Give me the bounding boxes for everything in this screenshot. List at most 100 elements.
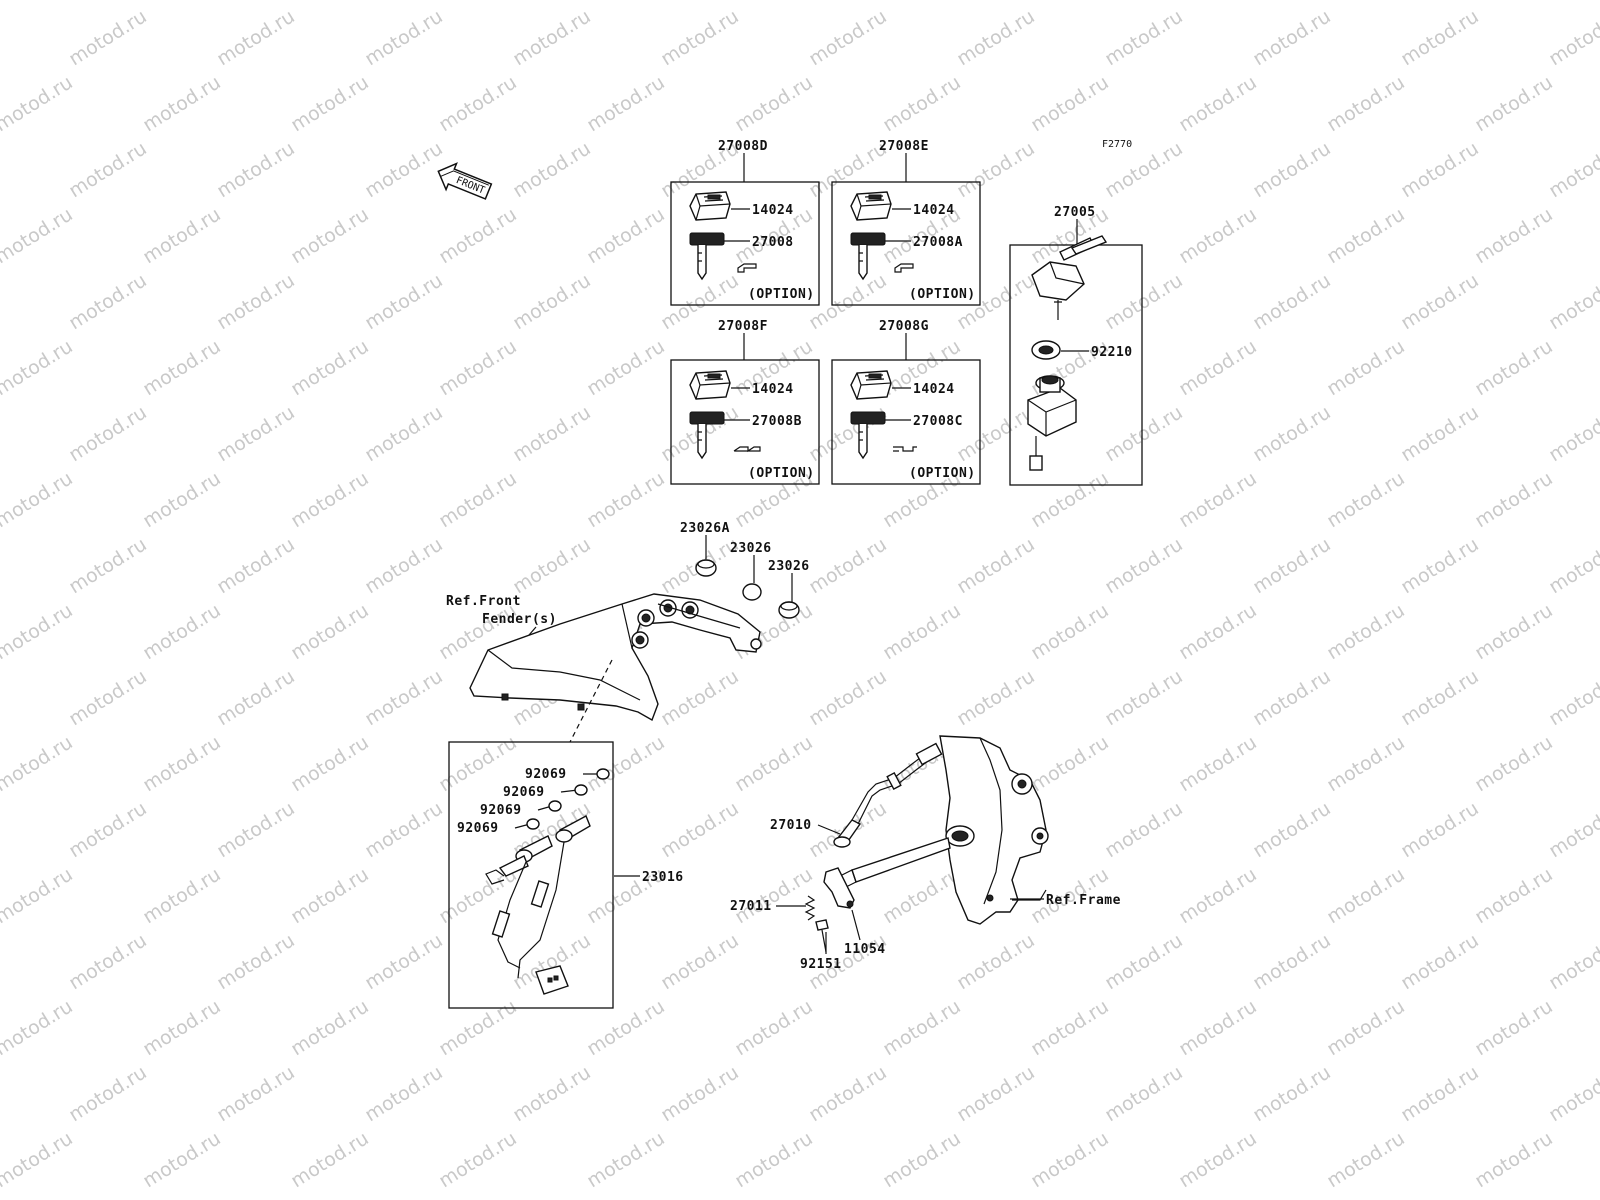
watermark-text: motod.ru [1027, 0, 1113, 4]
key-blade-label: 27008B [752, 414, 802, 429]
watermark-text: motod.ru [1545, 269, 1600, 334]
nut-label: 92210 [1091, 345, 1133, 360]
front-arrow-icon: FRONT [437, 162, 493, 200]
watermark-text: motod.ru [509, 1193, 595, 1200]
watermark-text: motod.ru [213, 665, 299, 730]
watermark-text: motod.ru [953, 5, 1039, 70]
watermark-text: motod.ru [1175, 1127, 1261, 1192]
watermark-text: motod.ru [0, 5, 3, 70]
lead-label: 23016 [642, 870, 684, 885]
watermark-text: motod.ru [287, 731, 373, 796]
watermark-text: motod.ru [361, 533, 447, 598]
watermark-text: motod.ru [1249, 1061, 1335, 1126]
watermark-text: motod.ru [1175, 203, 1261, 268]
watermark-text: motod.ru [65, 929, 151, 994]
watermark-text: motod.ru [435, 467, 521, 532]
watermark-text: motod.ru [1471, 467, 1557, 532]
watermark-text: motod.ru [213, 533, 299, 598]
bracket-label: 11054 [844, 942, 886, 957]
watermark-text: motod.ru [1397, 1193, 1483, 1200]
watermark-text: motod.ru [361, 797, 447, 862]
watermark-text: motod.ru [0, 401, 3, 466]
harness-set: 92069 92069 92069 92069 23016 [448, 741, 684, 1009]
watermark-text: motod.ru [1471, 203, 1557, 268]
key-top-label: 14024 [913, 382, 955, 397]
watermark-text: motod.ru [509, 401, 595, 466]
fender-cover-icon [469, 593, 761, 722]
watermark-text: motod.ru [657, 5, 743, 70]
watermark-text: motod.ru [1249, 533, 1335, 598]
watermark-text: motod.ru [1323, 731, 1409, 796]
watermark-text: motod.ru [1545, 1193, 1600, 1200]
watermark-text: motod.ru [435, 335, 521, 400]
watermark-text: motod.ru [1323, 599, 1409, 664]
watermark-text: motod.ru [139, 995, 225, 1060]
watermark-text: motod.ru [1471, 71, 1557, 136]
watermark-text: motod.ru [1101, 533, 1187, 598]
ignition-switch-set: 27005 92210 [1009, 205, 1143, 486]
watermark-text: motod.ru [879, 995, 965, 1060]
watermark-text: motod.ru [509, 269, 595, 334]
watermark-text: motod.ru [1027, 71, 1113, 136]
watermark-text: motod.ru [435, 203, 521, 268]
option-note: (OPTION) [909, 466, 976, 481]
watermark-text: motod.ru [0, 137, 3, 202]
watermark-text: motod.ru [0, 71, 77, 136]
watermark-text: motod.ru [1545, 665, 1600, 730]
watermark-text: motod.ru [1101, 1061, 1187, 1126]
watermark-text: motod.ru [1101, 797, 1187, 862]
watermark-text: motod.ru [1397, 533, 1483, 598]
watermark-text: motod.ru [287, 335, 373, 400]
watermark-text: motod.ru [1323, 71, 1409, 136]
watermark-text: motod.ru [1101, 401, 1187, 466]
switch-cap-icon [1031, 261, 1085, 301]
watermark-text: motod.ru [1471, 731, 1557, 796]
watermark-text: motod.ru [213, 797, 299, 862]
watermark-text: motod.ru [953, 665, 1039, 730]
watermark-text: motod.ru [1249, 269, 1335, 334]
watermark-text: motod.ru [65, 1193, 151, 1200]
key-top-label: 14024 [752, 203, 794, 218]
watermark-text: motod.ru [1249, 5, 1335, 70]
watermark-text: motod.ru [879, 0, 965, 4]
watermark-text: motod.ru [805, 665, 891, 730]
watermark-text: motod.ru [0, 1193, 3, 1200]
key-set-27008e: 27008E 14024 27008A (OPTION) [831, 139, 981, 306]
watermark-text: motod.ru [583, 203, 669, 268]
watermark-text: motod.ru [1545, 797, 1600, 862]
watermark-text: motod.ru [953, 137, 1039, 202]
watermark-text: motod.ru [1101, 1193, 1187, 1200]
watermark-text: motod.ru [361, 1061, 447, 1126]
option-note: (OPTION) [748, 287, 815, 302]
watermark-text: motod.ru [583, 995, 669, 1060]
key-set-label: 27008G [879, 319, 929, 334]
watermark-text: motod.ru [805, 5, 891, 70]
watermark-text: motod.ru [213, 929, 299, 994]
watermark-text: motod.ru [1175, 467, 1261, 532]
grommet-label: 92069 [480, 803, 522, 818]
watermark-text: motod.ru [1323, 995, 1409, 1060]
watermark-text: motod.ru [1397, 929, 1483, 994]
watermark-text: motod.ru [805, 269, 891, 334]
watermark-text: motod.ru [1323, 467, 1409, 532]
watermark-text: motod.ru [953, 401, 1039, 466]
watermark-text: motod.ru [1249, 1193, 1335, 1200]
watermark-text: motod.ru [139, 71, 225, 136]
key-cover-caps: 23026A 23026 23026 [680, 521, 809, 619]
watermark-text: motod.ru [1323, 203, 1409, 268]
watermark-text: motod.ru [657, 797, 743, 862]
watermark-text: motod.ru [1323, 335, 1409, 400]
fender-ref-line2: Fender(s) [482, 612, 557, 627]
watermark-text: motod.ru [213, 401, 299, 466]
watermark-text: motod.ru [1397, 269, 1483, 334]
watermark-text: motod.ru [435, 0, 521, 4]
watermark-text: motod.ru [361, 401, 447, 466]
watermark-text: motod.ru [213, 5, 299, 70]
watermark-text: motod.ru [0, 1127, 77, 1192]
watermark-text: motod.ru [1397, 797, 1483, 862]
watermark-text: motod.ru [0, 797, 3, 862]
watermark-text: motod.ru [0, 731, 77, 796]
watermark-text: motod.ru [1175, 863, 1261, 928]
watermark-text: motod.ru [583, 731, 669, 796]
watermark-text: motod.ru [583, 335, 669, 400]
